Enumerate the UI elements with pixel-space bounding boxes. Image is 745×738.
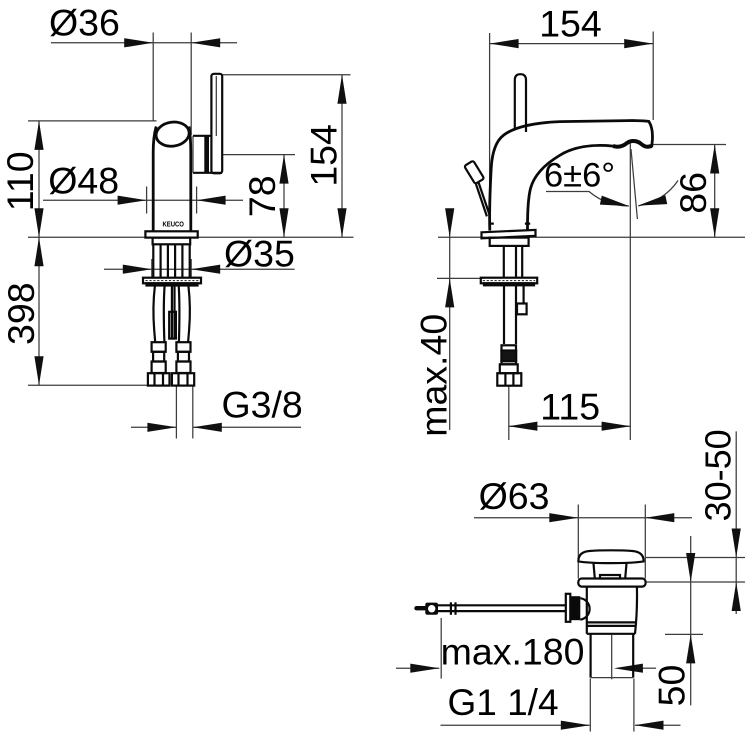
- svg-text:50: 50: [651, 665, 693, 707]
- svg-text:Ø63: Ø63: [479, 475, 550, 517]
- svg-text:398: 398: [0, 282, 42, 345]
- svg-text:max.180: max.180: [441, 630, 585, 672]
- svg-text:154: 154: [303, 124, 345, 187]
- svg-text:154: 154: [539, 3, 602, 45]
- svg-text:78: 78: [241, 175, 283, 217]
- svg-text:max.40: max.40: [412, 314, 454, 437]
- svg-text:6±6°: 6±6°: [544, 156, 615, 194]
- svg-text:G3/8: G3/8: [221, 384, 302, 426]
- svg-text:KEUCO: KEUCO: [162, 222, 184, 229]
- svg-text:Ø36: Ø36: [49, 1, 120, 43]
- svg-text:86: 86: [672, 172, 714, 214]
- svg-text:Ø48: Ø48: [48, 160, 119, 202]
- svg-text:30-50: 30-50: [698, 429, 739, 521]
- svg-text:G1 1/4: G1 1/4: [447, 682, 558, 723]
- svg-text:110: 110: [0, 151, 41, 211]
- svg-text:Ø35: Ø35: [224, 232, 295, 274]
- svg-text:115: 115: [540, 385, 600, 427]
